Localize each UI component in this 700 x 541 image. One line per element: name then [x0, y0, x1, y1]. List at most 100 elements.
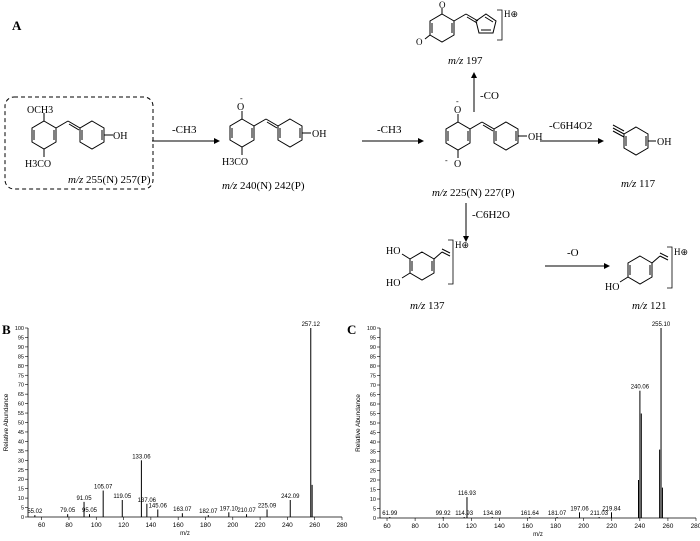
- peak-label: 255.10: [652, 322, 671, 328]
- x-tick-label: 280: [691, 523, 700, 530]
- compound-137-ho-bottom: HO: [386, 278, 400, 289]
- arrow-3-label: -CO: [480, 90, 499, 102]
- y-tick-label: 100: [367, 326, 376, 332]
- y-axis-label: Relative Abundance: [355, 394, 362, 452]
- compound-137-charge: H⊕: [455, 240, 469, 250]
- y-tick-label: 0: [21, 515, 24, 521]
- peak-label: 114.93: [455, 511, 474, 517]
- arrow-4-head: [598, 138, 604, 144]
- compound-117-structure: [612, 124, 656, 156]
- x-tick-label: 120: [466, 523, 477, 530]
- peak-label: 257.12: [302, 322, 321, 328]
- arrow-1-head: [214, 138, 220, 144]
- peak-label: 182.07: [199, 509, 218, 515]
- x-tick-label: 80: [65, 522, 73, 529]
- y-tick-label: 35: [370, 450, 376, 456]
- y-tick-label: 0: [373, 516, 376, 522]
- peak-label: 91.05: [77, 496, 93, 502]
- compound-117-oh: OH: [657, 137, 671, 148]
- peak-label: 225.09: [258, 503, 277, 509]
- x-tick-label: 60: [38, 522, 46, 529]
- x-tick-label: 240: [634, 523, 645, 530]
- compound-240-minus: -: [240, 94, 243, 103]
- compound-240-label: m/z 240(N) 242(P): [222, 180, 305, 192]
- y-tick-label: 20: [370, 478, 376, 484]
- compound-255-ome-top: OCH3: [27, 105, 53, 116]
- x-tick-label: 100: [438, 523, 449, 530]
- y-tick-label: 10: [370, 497, 376, 503]
- compound-225-o-top-minus: -: [456, 97, 459, 106]
- y-tick-label: 35: [18, 449, 24, 455]
- y-tick-label: 25: [18, 468, 24, 474]
- fragmentation-scheme: A OCH3 H3CO OH m/z 255(N) 257(P) -CH3: [4, 0, 688, 312]
- x-tick-label: 220: [255, 522, 266, 529]
- arrow-1-label: -CH3: [172, 124, 197, 136]
- panel-label-c: C: [347, 322, 357, 337]
- y-tick-label: 30: [18, 458, 24, 464]
- arrow-6-head: [604, 263, 610, 269]
- x-tick-label: 280: [337, 522, 348, 529]
- x-tick-label: 140: [494, 523, 505, 530]
- peak-label: 211.03: [590, 511, 609, 517]
- y-tick-label: 90: [370, 345, 376, 351]
- compound-197-charge: H⊕: [504, 9, 518, 19]
- compound-121-ho: HO: [605, 282, 619, 293]
- compound-225-structure: [445, 114, 527, 158]
- compound-255-structure: [31, 113, 113, 157]
- peak-label: 163.07: [173, 507, 192, 513]
- arrow-5-label: -C6H2O: [472, 209, 510, 221]
- y-tick-label: 55: [18, 411, 24, 417]
- peak-label: 197.10: [220, 506, 239, 512]
- arrow-3-head: [471, 72, 477, 78]
- peak-label: 197.06: [570, 506, 589, 512]
- y-tick-label: 5: [373, 507, 376, 513]
- y-tick-label: 85: [18, 354, 24, 360]
- x-axis-label: m/z: [533, 532, 543, 538]
- y-tick-label: 65: [370, 393, 376, 399]
- arrow-2-head: [418, 138, 424, 144]
- x-tick-label: 180: [200, 522, 211, 529]
- x-tick-label: 160: [173, 522, 184, 529]
- y-tick-label: 10: [18, 496, 24, 502]
- compound-197-o-left: O: [416, 37, 423, 47]
- y-tick-label: 60: [370, 402, 376, 408]
- arrow-4-label: -C6H4O2: [549, 120, 592, 132]
- compound-240-oh: OH: [312, 129, 326, 140]
- y-tick-label: 45: [370, 431, 376, 437]
- compound-225-o-top: O: [454, 105, 461, 116]
- precursor-box: [4, 96, 154, 190]
- peak-label: 161.64: [521, 511, 540, 517]
- peak-label: 219.84: [602, 506, 621, 512]
- compound-137-bracket: [448, 239, 454, 285]
- mass-spectrum-c: 0510152025303540455055606570758085909510…: [355, 322, 700, 538]
- peak-label: 61.99: [382, 511, 398, 517]
- compound-137-ho-top: HO: [386, 246, 400, 257]
- y-tick-label: 25: [370, 469, 376, 475]
- peak-label: 55.02: [27, 509, 43, 515]
- peak-label: 242.09: [281, 494, 300, 500]
- compound-225-o-bottom: O: [454, 159, 461, 170]
- compound-197-o-top: O: [439, 0, 446, 10]
- peak-label: 105.07: [94, 485, 113, 491]
- x-tick-label: 60: [383, 523, 391, 530]
- x-axis-label: m/z: [180, 531, 190, 537]
- x-tick-label: 260: [309, 522, 320, 529]
- y-tick-label: 95: [18, 335, 24, 341]
- x-tick-label: 80: [411, 523, 419, 530]
- peak-label: 99.92: [436, 511, 452, 517]
- compound-240-ominus: O: [237, 102, 244, 113]
- compound-137-label: m/z 137: [410, 300, 445, 312]
- compound-225-o-bottom-minus: -: [445, 156, 448, 165]
- compound-255-label: m/z 255(N) 257(P): [68, 174, 151, 186]
- x-tick-label: 240: [282, 522, 293, 529]
- compound-197-label: m/z 197: [448, 55, 483, 67]
- arrow-2-label: -CH3: [377, 124, 402, 136]
- compound-197-structure: [424, 8, 497, 43]
- y-tick-label: 45: [18, 430, 24, 436]
- y-tick-label: 100: [15, 326, 24, 332]
- peak-label: 119.05: [113, 494, 132, 500]
- y-tick-label: 55: [370, 412, 376, 418]
- arrow-5-head: [463, 236, 469, 242]
- compound-225-label: m/z 225(N) 227(P): [432, 187, 515, 199]
- compound-240-structure: [229, 111, 311, 155]
